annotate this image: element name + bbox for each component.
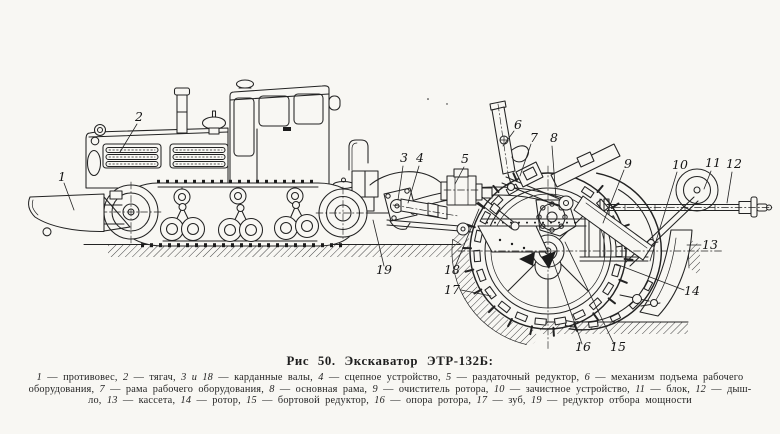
figure-drawing: 1 2 3 4 5 6 7 8 9 10 11 12 13 14 15 16 1… xyxy=(28,79,773,352)
centerlines xyxy=(457,165,725,351)
lift-cylinder xyxy=(489,100,529,192)
callout-8: 8 xyxy=(550,130,558,145)
track-lugs xyxy=(141,179,342,248)
callout-13: 13 xyxy=(702,237,718,252)
callout-14: 14 xyxy=(684,283,700,298)
legend-line: ло, 13 — кассета, 14 — ротор, 15 — борто… xyxy=(88,395,692,407)
callout-19: 19 xyxy=(376,262,392,277)
legend-line: 1 — противовес, 2 — тягач, 3 и 18 — кард… xyxy=(36,372,744,383)
rear-grab-handle xyxy=(328,95,341,111)
cardan-shaft-front xyxy=(386,198,473,236)
callout-7: 7 xyxy=(530,130,538,145)
cab-window xyxy=(258,95,290,127)
legend: 1 — противовес, 2 — тягач, 3 и 18 — кард… xyxy=(0,372,780,407)
roof-beacon xyxy=(235,79,255,89)
callout-9: 9 xyxy=(624,156,632,171)
lift-bracket xyxy=(348,139,369,171)
engine-hood xyxy=(85,123,229,189)
callout-16: 16 xyxy=(575,339,591,352)
cab-window xyxy=(293,93,324,125)
callout-11: 11 xyxy=(705,155,721,170)
road-wheels xyxy=(159,213,320,243)
drawbar xyxy=(599,196,773,218)
rotor-cleaner xyxy=(573,195,653,261)
callout-3: 3 xyxy=(400,150,408,165)
callout-6: 6 xyxy=(514,117,522,132)
rotor-far-rim xyxy=(564,172,663,331)
front-emblem xyxy=(90,136,100,146)
callout-15: 15 xyxy=(610,339,626,352)
louver-panel-1 xyxy=(102,143,162,169)
legend-line: оборудования, 7 — рама рабочего оборудов… xyxy=(28,383,752,395)
lift-hook xyxy=(511,145,529,163)
leader-lines xyxy=(63,123,733,345)
cab-front-window xyxy=(233,97,255,157)
headlight xyxy=(93,123,107,137)
callout-17: 17 xyxy=(444,282,460,297)
figure-caption: Рис 50. Экскаватор ЭТР-132Б: xyxy=(286,354,494,368)
callout-12: 12 xyxy=(726,156,742,171)
rear-sprocket xyxy=(315,186,371,241)
hose xyxy=(369,171,451,189)
air-cleaner xyxy=(201,110,227,135)
exhaust-pipe xyxy=(173,87,191,134)
callout-2: 2 xyxy=(134,109,143,124)
door-handle xyxy=(283,127,291,131)
callout-4: 4 xyxy=(415,150,424,165)
callout-10: 10 xyxy=(672,157,688,172)
cardan-shaft-rotor xyxy=(477,196,520,231)
front-vent xyxy=(86,149,102,177)
callout-18: 18 xyxy=(444,262,460,277)
cassette-guide xyxy=(550,143,621,188)
louver-panel-2 xyxy=(169,143,229,169)
callout-1: 1 xyxy=(58,169,66,184)
counterweight xyxy=(28,190,131,237)
tractor xyxy=(28,79,448,248)
carrier-rollers xyxy=(173,187,304,206)
track-assembly xyxy=(99,179,371,248)
callout-5: 5 xyxy=(461,151,469,166)
cab xyxy=(229,79,341,214)
callouts: 1 2 3 4 5 6 7 8 9 10 11 12 13 14 15 16 1… xyxy=(58,109,742,352)
